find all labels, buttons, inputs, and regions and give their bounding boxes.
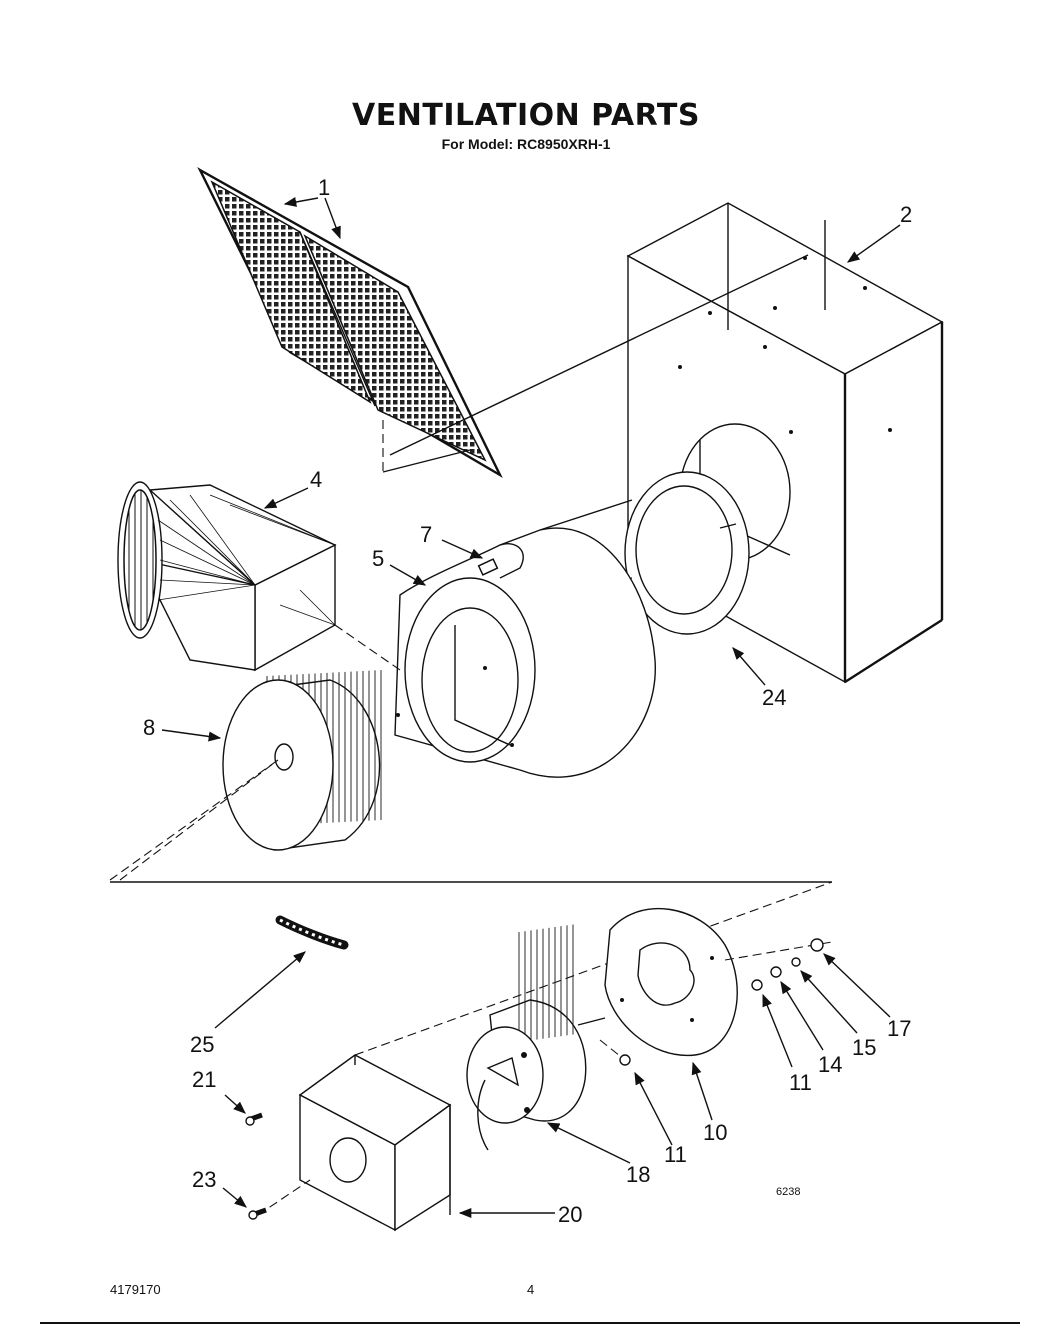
callout-21: 21 [192,1067,216,1092]
callout-11-shaft: 11 [789,1070,812,1095]
grease-filter-part [197,167,503,479]
drawing-number: 6238 [776,1186,801,1198]
callout-23: 23 [192,1167,216,1192]
bottom-divider [40,1322,1020,1324]
hose-part-25 [275,915,349,950]
callout-8: 8 [143,715,155,740]
callout-10: 10 [703,1120,727,1145]
blower-wheel-part [109,669,832,883]
callout-11-motor: 11 [664,1142,687,1167]
leader-lines [161,197,901,1219]
callout-1: 1 [318,175,330,200]
callout-14: 14 [818,1052,842,1077]
callout-4: 4 [310,467,322,492]
screw-part-7 [477,558,499,576]
motor-box-part [298,881,833,1232]
fan-motor-part [466,924,606,1151]
callout-20: 20 [558,1202,582,1227]
model-subtitle: For Model: RC8950XRH-1 [441,136,611,152]
footer-part-number: 4179170 [110,1282,161,1297]
callout-7: 7 [420,522,432,547]
mounting-ring-part [613,471,750,635]
transition-duct-part [117,481,401,672]
callout-15: 15 [852,1035,876,1060]
callout-labels: 1 2 4 7 5 8 24 25 21 23 20 18 11 10 11 1… [143,175,912,1227]
footer-page-number: 4 [527,1282,535,1297]
blower-housing-part [394,499,656,778]
callout-2: 2 [900,202,912,227]
callout-5: 5 [372,546,384,571]
hardware-parts [245,938,824,1220]
motor-plate-part [599,908,833,1061]
callout-25: 25 [190,1032,214,1057]
callout-24: 24 [762,685,786,710]
callout-17: 17 [887,1016,911,1041]
page-title: VENTILATION PARTS [352,98,700,133]
callout-18: 18 [626,1162,650,1187]
